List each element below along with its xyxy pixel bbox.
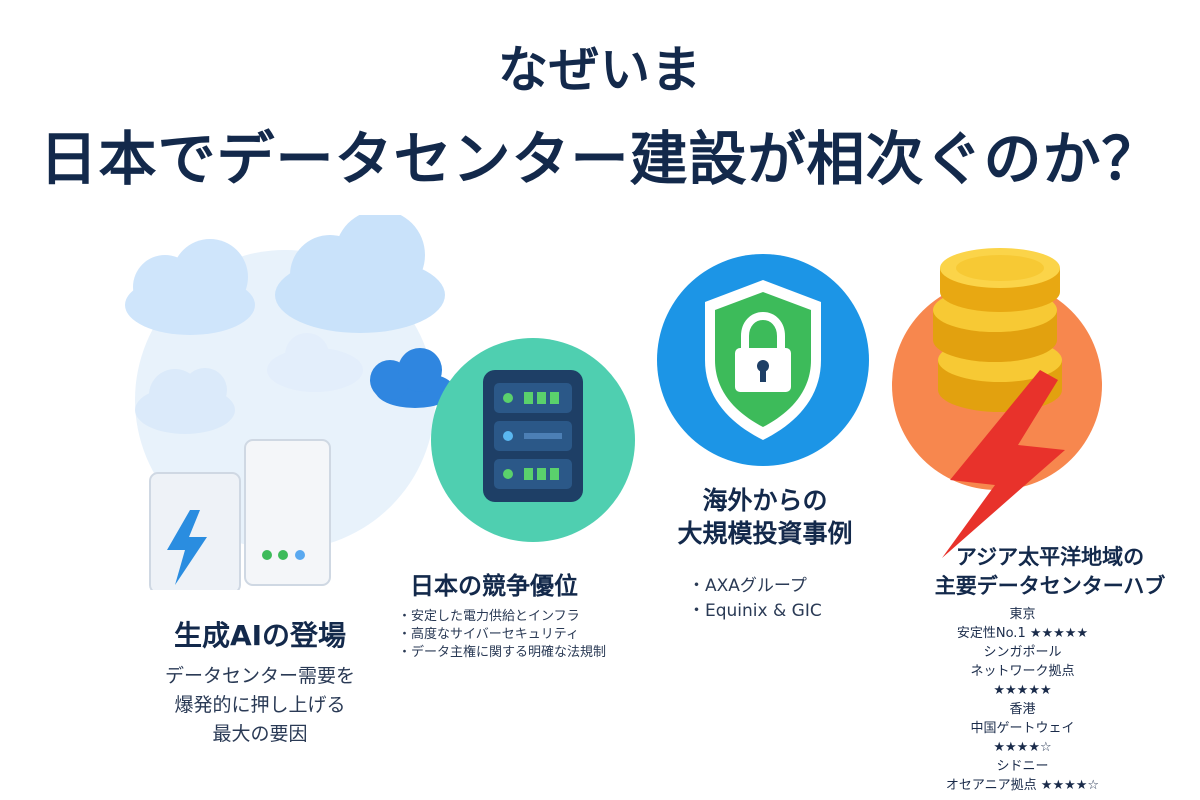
hub-line: シドニー <box>996 759 1049 774</box>
security-shield-illustration <box>657 254 869 466</box>
coins-hub-illustration <box>892 248 1102 558</box>
cloud-icon <box>135 368 235 434</box>
col2-bullet: ・安定した電力供給とインフラ <box>398 609 580 624</box>
col3-bullet-list: ・AXAグループ ・Equinix & GIC <box>688 574 888 624</box>
cloud-icon <box>125 239 255 335</box>
col3-heading: 海外からの 大規模投資事例 <box>650 484 880 550</box>
hub-line: ★★★★★ <box>993 683 1052 698</box>
lightning-icon <box>942 370 1065 558</box>
col2-bullet-list: ・安定した電力供給とインフラ ・高度なサイバーセキュリティ ・データ主権に関する… <box>398 608 668 662</box>
page-title-line1: なぜいま <box>498 41 702 99</box>
col1-desc-line: 爆発的に押し上げる <box>174 694 346 716</box>
server-rack-illustration <box>431 338 635 542</box>
col2-bullet: ・高度なサイバーセキュリティ <box>398 627 579 642</box>
col3-heading-line: 大規模投資事例 <box>677 519 853 548</box>
server-icon <box>244 439 331 586</box>
hub-line: 東京 <box>1009 607 1036 622</box>
col4-heading-line: アジア太平洋地域の <box>955 545 1145 569</box>
hub-line: ネットワーク拠点 <box>970 664 1075 679</box>
ai-cloud-servers-illustration <box>125 215 455 590</box>
cloud-icon <box>370 348 455 408</box>
hub-line: シンガポール <box>983 645 1062 660</box>
col4-hub-list: 東京 安定性No.1 ★★★★★ シンガポール ネットワーク拠点 ★★★★★ 香… <box>910 605 1135 795</box>
col3-bullet: ・AXAグループ <box>688 576 807 596</box>
hub-line: 中国ゲートウェイ <box>970 721 1075 736</box>
shield-lock-icon <box>705 280 821 440</box>
cloud-icon <box>267 333 363 392</box>
col4-heading-line: 主要データセンターハブ <box>934 574 1166 598</box>
col1-heading: 生成AIの登場 <box>173 619 347 652</box>
server-icon <box>149 472 241 590</box>
col2-heading: 日本の競争優位 <box>410 572 578 600</box>
page-title-line2: 日本でデータセンター建設が相次ぐのか？ <box>39 125 1161 193</box>
lightning-icon <box>167 510 207 585</box>
col4-heading: アジア太平洋地域の 主要データセンターハブ <box>905 543 1195 601</box>
hub-line: 香港 <box>1009 702 1036 717</box>
hub-line: 安定性No.1 ★★★★★ <box>956 626 1089 641</box>
col1-description: データセンター需要を 爆発的に押し上げる 最大の要因 <box>110 662 410 749</box>
hub-line: オセアニア拠点 ★★★★☆ <box>945 778 1100 793</box>
hub-line: ★★★★☆ <box>993 740 1052 755</box>
cloud-icon <box>275 215 445 333</box>
col1-desc-line: 最大の要因 <box>212 723 308 745</box>
col2-bullet: ・データ主権に関する明確な法規制 <box>398 645 607 660</box>
server-icon <box>483 370 583 502</box>
col1-desc-line: データセンター需要を <box>164 665 355 687</box>
col3-heading-line: 海外からの <box>702 486 828 515</box>
col3-bullet: ・Equinix & GIC <box>688 601 822 621</box>
